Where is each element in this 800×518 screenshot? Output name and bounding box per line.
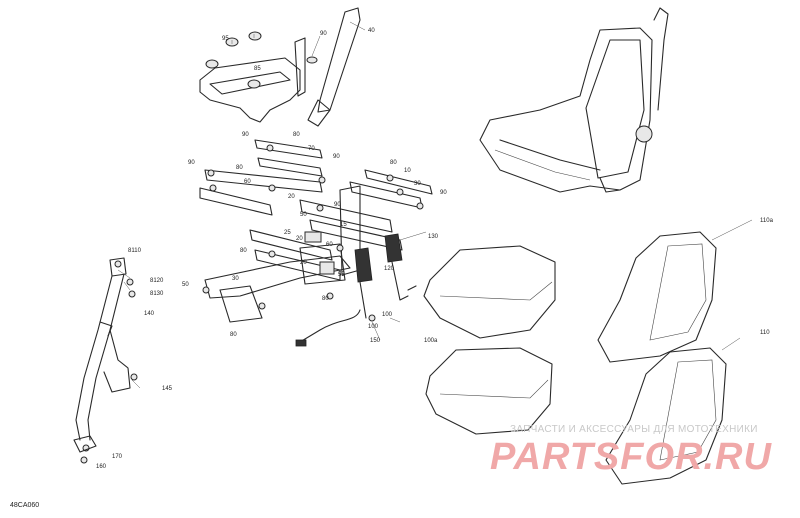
callout-40: 40 [368,28,375,34]
callout-20-c: 20 [300,260,307,266]
callout-30-a: 30 [414,181,421,187]
seat-belt-assembly [73,257,131,453]
callout-25: 25 [284,230,291,236]
callout-55: 55 [338,272,345,278]
callout-85: 85 [254,66,261,72]
callout-20-a: 20 [288,194,295,200]
callout-20-b: 20 [296,236,303,242]
callout-80-f: 80 [230,332,237,338]
callout-80-d: 80 [240,248,247,254]
callout-8120: 8120 [150,278,164,284]
callout-95: 95 [222,36,229,42]
watermark-text: ЗАПЧАСТИ И АКСЕССУАРЫ ДЛЯ МОТОТЕХНИКИ [510,424,758,435]
seatbelt-buckles [295,233,417,347]
callout-90-a: 90 [242,132,249,138]
callout-15: 15 [340,222,347,228]
callout-80-e: 80 [322,296,329,302]
callout-10: 10 [404,168,411,174]
callout-110: 110 [760,330,770,336]
watermark-logo: PARTSFOR.RU [490,436,772,478]
callout-50-b: 50 [182,282,189,288]
seat-slider-assembly [199,139,433,323]
callout-60-b: 60 [326,242,333,248]
callout-90-c: 90 [333,154,340,160]
callout-90-b: 90 [188,160,195,166]
upper-seat-frame [199,7,361,127]
callout-60: 60 [244,179,251,185]
callout-90-top: 90 [320,31,327,37]
callout-70: 70 [308,146,315,152]
fasteners [80,144,424,464]
callout-80-b: 80 [236,165,243,171]
callout-150: 150 [370,338,381,344]
seat-cushions [423,245,556,435]
callout-labels: 95 40 90 85 80 70 90 80 90 60 80 10 20 3… [96,28,774,470]
callout-90-d: 90 [334,202,341,208]
callout-170: 170 [112,454,123,460]
callout-120: 120 [384,266,395,272]
callout-80-c: 80 [390,160,397,166]
diagram-code: 48CA060 [10,502,40,509]
callout-8130: 8130 [150,291,164,297]
callout-80-a: 80 [293,132,300,138]
seat-assembly-top-right [479,7,669,193]
callout-100a: 100a [424,338,438,344]
callout-130: 130 [428,234,439,240]
callout-110a: 110a [760,218,774,224]
callout-160: 160 [96,464,107,470]
callout-140: 140 [144,311,155,317]
callout-90-e: 90 [440,190,447,196]
callout-8110: 8110 [128,248,142,254]
callout-50-a: 50 [300,212,307,218]
leader-lines [117,21,753,389]
callout-100-a: 100 [382,312,393,318]
callout-145: 145 [162,386,173,392]
callout-100-b: 100 [368,324,379,330]
callout-30-b: 30 [232,276,239,282]
seat-shells-right [597,231,727,485]
